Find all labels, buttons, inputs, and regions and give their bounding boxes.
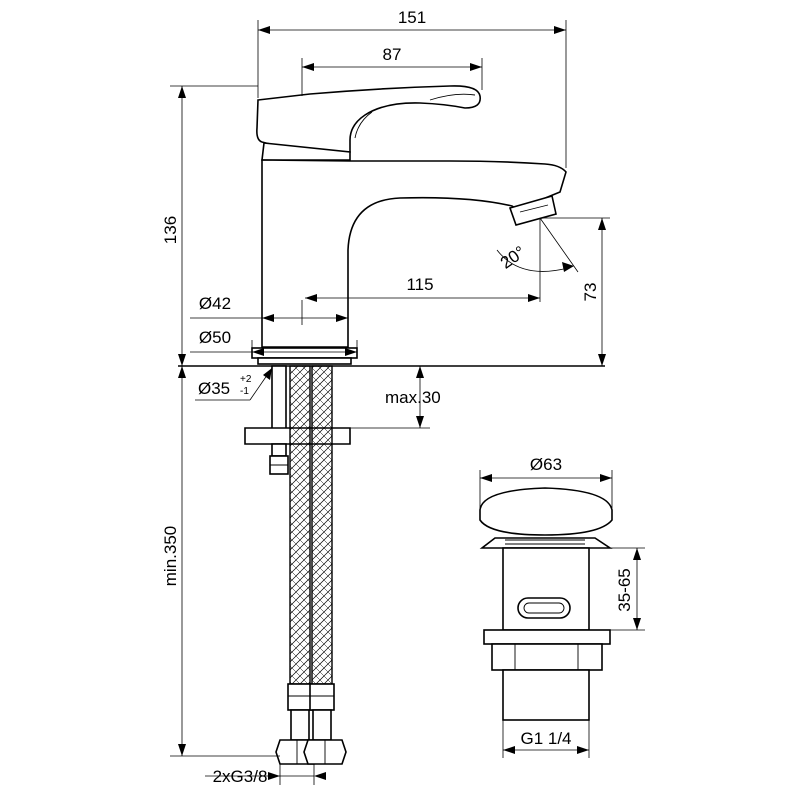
- label-hose-length: min.350: [161, 526, 180, 586]
- label-total-width: 151: [398, 8, 426, 27]
- base-plate: [251, 347, 358, 359]
- lever-highlight: [429, 93, 476, 101]
- aerator: [508, 194, 557, 226]
- label-body-diameter-top: Ø42: [199, 294, 231, 313]
- label-waste-diameter: Ø63: [530, 455, 562, 474]
- faucet: [178, 85, 605, 367]
- fixing-nut: [271, 443, 287, 457]
- label-deck-thickness: max.30: [385, 388, 441, 407]
- waste-nut: [483, 629, 611, 645]
- waste-thread: [502, 669, 590, 721]
- label-hole-tol-minus: -1: [240, 386, 249, 397]
- label-spout-reach: 115: [406, 275, 433, 294]
- hose-right: [311, 365, 333, 685]
- waste-valve: [479, 487, 613, 721]
- label-body-diameter-base: Ø50: [199, 328, 231, 347]
- waste-flange: [479, 537, 613, 549]
- lever-inner-curve: [354, 111, 373, 139]
- dimension-lines: [170, 20, 645, 785]
- label-hole-tol-plus: +2: [240, 374, 252, 385]
- label-height: 136: [161, 216, 180, 244]
- hose-left: [289, 365, 311, 685]
- label-spout-height: 73: [581, 283, 600, 302]
- overflow-slot: [517, 597, 571, 619]
- label-waste-thread: G1 1/4: [520, 729, 571, 748]
- label-spout-angle: 20°: [497, 242, 529, 272]
- waste-body: [502, 547, 590, 631]
- label-hose-connection: 2xG3/8: [213, 767, 268, 786]
- waste-cap: [479, 487, 613, 536]
- fixing-shank: [271, 365, 287, 437]
- label-hole-diameter: Ø35: [198, 379, 230, 398]
- label-lever-width: 87: [383, 45, 402, 64]
- dimension-labels: 151 87 136 115 73 20° Ø42 Ø50 Ø35 +2 -1 …: [161, 8, 634, 786]
- under-counter-assembly: [244, 365, 351, 765]
- base-washer: [257, 357, 352, 365]
- label-waste-height: 35-65: [615, 568, 634, 611]
- cap-ring: [261, 142, 351, 161]
